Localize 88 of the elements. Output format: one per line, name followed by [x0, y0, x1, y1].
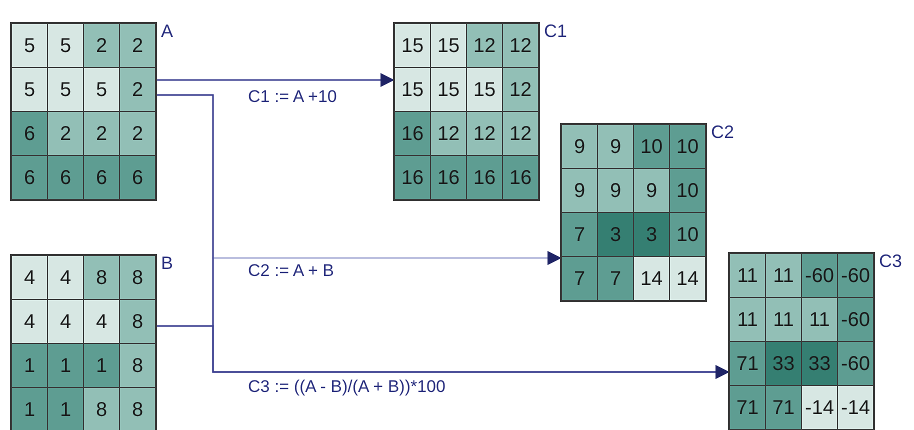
- matrix-name: A: [161, 22, 174, 40]
- matrix-cell: 11: [766, 254, 801, 297]
- matrix-cell: 16: [431, 156, 466, 199]
- matrix-cell: 4: [12, 300, 47, 343]
- matrix-cell: 15: [395, 68, 430, 111]
- matrix-cell: 8: [120, 388, 155, 430]
- matrix-cell: 2: [48, 112, 83, 155]
- matrix-cell: 8: [120, 344, 155, 387]
- matrix-cell: 15: [467, 68, 502, 111]
- matrix-cell: -60: [838, 342, 873, 385]
- matrix-cell: 2: [84, 24, 119, 67]
- matrix-cell: 10: [634, 125, 669, 168]
- matrix-cell: 71: [766, 386, 801, 429]
- matrix-cell: 8: [120, 256, 155, 299]
- matrix-name: C1: [544, 22, 568, 40]
- matrix-cell: 1: [48, 388, 83, 430]
- matrix-cell: 14: [670, 257, 705, 300]
- edge-label: C1 := A +10: [248, 88, 337, 105]
- matrix-cell: 2: [120, 24, 155, 67]
- matrix-cell: 8: [84, 256, 119, 299]
- matrix-cell: 16: [467, 156, 502, 199]
- matrix-cell: 8: [120, 300, 155, 343]
- matrix-cell: 9: [598, 125, 633, 168]
- matrix-cell: 15: [431, 24, 466, 67]
- matrix-cell: 11: [766, 298, 801, 341]
- matrix-cell: 9: [562, 169, 597, 212]
- matrix-cell: 4: [12, 256, 47, 299]
- matrix-cell: 33: [766, 342, 801, 385]
- matrix-cell: 15: [395, 24, 430, 67]
- matrix-cell: -60: [838, 254, 873, 297]
- matrix-cell: 12: [467, 112, 502, 155]
- matrix-name: C3: [879, 252, 902, 270]
- matrix-cell: 11: [802, 298, 837, 341]
- matrix-cell: 16: [503, 156, 538, 199]
- matrix-cell: 2: [120, 112, 155, 155]
- edge-label: C3 := ((A - B)/(A + B))*100: [248, 378, 446, 395]
- matrix-cell: 6: [48, 156, 83, 199]
- matrix-cell: -14: [838, 386, 873, 429]
- matrix-cell: 8: [84, 388, 119, 430]
- matrix-cell: 4: [48, 256, 83, 299]
- matrix-cell: 16: [395, 156, 430, 199]
- matrix-cell: 1: [48, 344, 83, 387]
- matrix-cell: 5: [84, 68, 119, 111]
- matrix-cell: 12: [503, 24, 538, 67]
- matrix-cell: 6: [12, 112, 47, 155]
- matrix-cell: 5: [48, 68, 83, 111]
- matrix-name: B: [161, 254, 174, 272]
- matrix-cell: 12: [467, 24, 502, 67]
- matrix-cell: 7: [562, 213, 597, 256]
- matrix-cell: 12: [503, 112, 538, 155]
- matrix-cell: 6: [120, 156, 155, 199]
- matrix-cell: 15: [431, 68, 466, 111]
- matrix-cell: 4: [48, 300, 83, 343]
- matrix-cell: 33: [802, 342, 837, 385]
- matrix-cell: 7: [598, 257, 633, 300]
- matrix-cell: 71: [730, 342, 765, 385]
- matrix-cell: 12: [431, 112, 466, 155]
- matrix-cell: 5: [12, 68, 47, 111]
- matrix-cell: 7: [562, 257, 597, 300]
- matrix-cell: 9: [634, 169, 669, 212]
- matrix-cell: 6: [12, 156, 47, 199]
- matrix-cell: 10: [670, 125, 705, 168]
- matrix-cell: 6: [84, 156, 119, 199]
- matrix-cell: 11: [730, 298, 765, 341]
- matrix-cell: 2: [120, 68, 155, 111]
- matrix-cell: -14: [802, 386, 837, 429]
- matrix-cell: 11: [730, 254, 765, 297]
- matrix-cell: 2: [84, 112, 119, 155]
- matrix-cell: 9: [598, 169, 633, 212]
- matrix-cell: 10: [670, 169, 705, 212]
- matrix-cell: 3: [598, 213, 633, 256]
- matrix-cell: 1: [84, 344, 119, 387]
- matrix-cell: 10: [670, 213, 705, 256]
- matrix-cell: -60: [802, 254, 837, 297]
- matrix-cell: 9: [562, 125, 597, 168]
- matrix-cell: 5: [48, 24, 83, 67]
- matrix-cell: 4: [84, 300, 119, 343]
- matrix-cell: 1: [12, 344, 47, 387]
- matrix-cell: 3: [634, 213, 669, 256]
- matrix-cell: 12: [503, 68, 538, 111]
- matrix-cell: 1: [12, 388, 47, 430]
- matrix-name: C2: [711, 123, 734, 141]
- matrix-cell: 5: [12, 24, 47, 67]
- matrix-cell: 14: [634, 257, 669, 300]
- matrix-cell: 71: [730, 386, 765, 429]
- matrix-cell: 16: [395, 112, 430, 155]
- edge-label: C2 := A + B: [248, 262, 334, 279]
- matrix-cell: -60: [838, 298, 873, 341]
